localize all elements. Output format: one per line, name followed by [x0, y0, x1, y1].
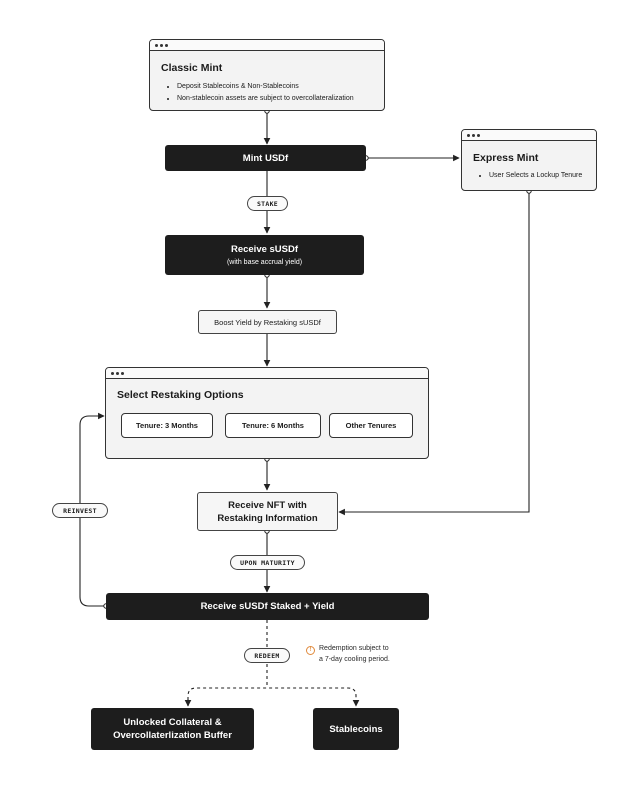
option-label: Tenure: 3 Months: [136, 421, 198, 430]
stake-pill: STAKE: [247, 196, 288, 211]
window-title-bar: [106, 368, 428, 379]
receive-nft-node: Receive NFT with Restaking Information: [197, 492, 338, 531]
mint-usdf-label: Mint USDf: [242, 152, 289, 164]
window-title-bar: [150, 40, 384, 51]
stablecoins-label: Stablecoins: [329, 723, 383, 735]
redemption-note: Redemption subject to a 7-day cooling pe…: [319, 643, 390, 665]
receive-nft-line2: Restaking Information: [217, 512, 318, 524]
receive-staked-yield-label: Receive sUSDf Staked + Yield: [200, 601, 335, 612]
redeem-pill-label: REDEEM: [254, 651, 280, 660]
edge-redeem-split: [187, 687, 360, 707]
bullet-item: Non-stablecoin assets are subject to ove…: [177, 93, 384, 105]
redemption-note-line2: a 7-day cooling period.: [319, 656, 390, 663]
warning-icon-glyph: !: [309, 646, 312, 653]
unlocked-collateral-line2: Overcollaterlization Buffer: [113, 730, 232, 741]
edge-express-to-nft: [338, 191, 530, 516]
receive-staked-yield-node: Receive sUSDf Staked + Yield: [106, 593, 429, 620]
express-mint-bullets: User Selects a Lockup Tenure: [462, 170, 596, 182]
receive-susdf-label: Receive sUSDf: [230, 243, 299, 255]
option-label: Tenure: 6 Months: [242, 421, 304, 430]
unlocked-collateral-line1: Unlocked Collateral &: [123, 717, 222, 728]
stablecoins-node: Stablecoins: [313, 708, 399, 750]
option-tenure-6-months[interactable]: Tenure: 6 Months: [225, 413, 321, 438]
unlocked-collateral-node: Unlocked Collateral & Overcollaterlizati…: [91, 708, 254, 750]
receive-nft-line1: Receive NFT with: [228, 499, 307, 511]
restaking-options-title: Select Restaking Options: [117, 389, 244, 401]
redeem-pill: REDEEM: [244, 648, 290, 663]
stake-pill-label: STAKE: [256, 199, 279, 208]
mint-usdf-node: Mint USDf: [165, 145, 366, 171]
reinvest-pill: REINVEST: [52, 503, 108, 518]
reinvest-pill-label: REINVEST: [63, 506, 97, 515]
express-mint-panel: Express Mint User Selects a Lockup Tenur…: [461, 129, 597, 191]
warning-icon: !: [306, 646, 315, 655]
express-mint-title: Express Mint: [473, 152, 539, 164]
receive-susdf-node: Receive sUSDf (with base accrual yield): [165, 235, 364, 275]
classic-mint-bullets: Deposit Stablecoins & Non-Stablecoins No…: [150, 81, 384, 105]
option-label: Other Tenures: [345, 421, 397, 430]
classic-mint-panel: Classic Mint Deposit Stablecoins & Non-S…: [149, 39, 385, 111]
option-tenure-3-months[interactable]: Tenure: 3 Months: [121, 413, 213, 438]
upon-maturity-pill-label: UPON MATURITY: [240, 558, 295, 567]
redemption-note-line1: Redemption subject to: [319, 645, 389, 652]
boost-yield-node: Boost Yield by Restaking sUSDf: [198, 310, 337, 334]
bullet-item: User Selects a Lockup Tenure: [489, 170, 596, 182]
receive-susdf-sub: (with base accrual yield): [226, 258, 303, 266]
bullet-item: Deposit Stablecoins & Non-Stablecoins: [177, 81, 384, 93]
boost-yield-label: Boost Yield by Restaking sUSDf: [214, 317, 321, 327]
window-title-bar: [462, 130, 596, 141]
option-other-tenures[interactable]: Other Tenures: [329, 413, 413, 438]
upon-maturity-pill: UPON MATURITY: [230, 555, 305, 570]
classic-mint-title: Classic Mint: [161, 62, 223, 74]
